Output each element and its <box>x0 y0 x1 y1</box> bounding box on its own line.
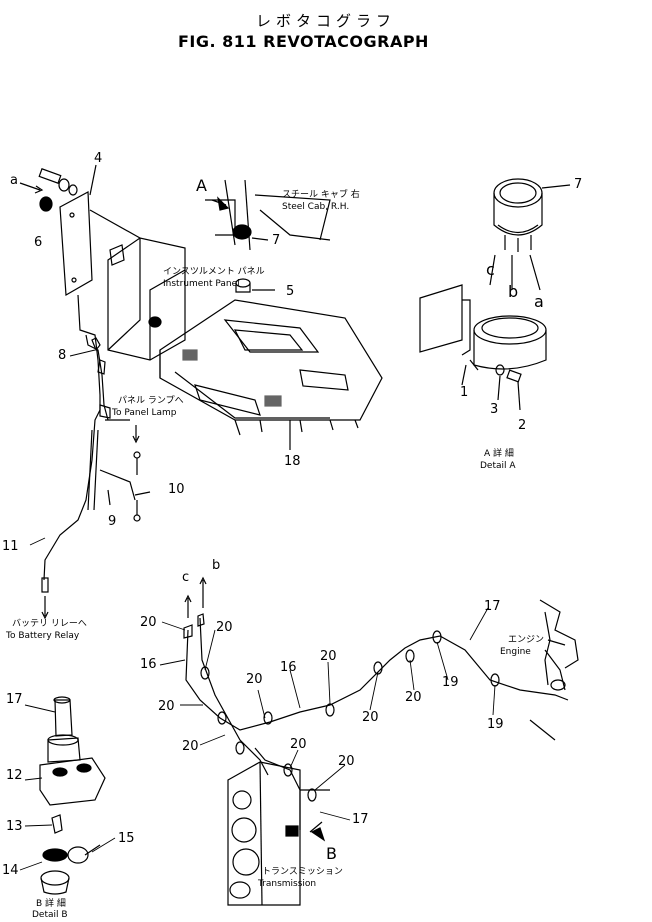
part-number-8: 8 <box>58 348 67 363</box>
part-number-11: 11 <box>2 539 19 554</box>
part-number-3: 3 <box>490 402 499 417</box>
part-number-20-j: 20 <box>338 754 355 769</box>
part-number-5: 5 <box>286 284 295 299</box>
instrument-panel-en-caption: Instrument Panel <box>163 279 240 289</box>
detail-b-en-caption: Detail B <box>32 910 68 920</box>
detail-a-view <box>205 179 331 251</box>
part-number-20-d: 20 <box>320 649 337 664</box>
part-number-7-meter: 7 <box>574 177 583 192</box>
panel-lamp-en-caption: To Panel Lamp <box>112 408 177 418</box>
part-number-9: 9 <box>108 514 117 529</box>
title-english: FIG. 811 REVOTACOGRAPH <box>178 32 429 51</box>
connection-label-c-cable: c <box>182 570 190 585</box>
transmission-housing <box>227 761 326 906</box>
part-number-20-a: 20 <box>140 615 157 630</box>
bracket-4 <box>59 164 97 297</box>
bolt-2-washer-3 <box>495 364 522 411</box>
part-number-20-g: 20 <box>362 710 379 725</box>
connection-label-b-meter: b <box>508 282 519 301</box>
instrument-panel-box <box>89 209 186 361</box>
connection-label-a-top: a <box>10 173 18 188</box>
revotacograph-meter-7 <box>489 178 571 291</box>
engine-jp-caption: エンジン <box>508 635 545 645</box>
part-number-20-e: 20 <box>158 699 175 714</box>
part-number-17-c: 17 <box>6 692 23 707</box>
part-number-15: 15 <box>118 831 135 846</box>
panel-lamp-jp-caption: パネル ランプへ <box>118 396 184 406</box>
flexible-cable-16-17 <box>183 576 569 830</box>
part-number-13: 13 <box>6 819 23 834</box>
part-number-6: 6 <box>34 235 43 250</box>
transmission-jp-caption: トランスミッション <box>262 867 343 877</box>
leader-lines <box>19 349 496 871</box>
part-number-20-f: 20 <box>182 739 199 754</box>
detail-b-parts <box>39 696 106 895</box>
battery-relay-jp-caption: バッテリ リレーへ <box>12 619 87 629</box>
detail-b-jp-caption: B 詳 細 <box>36 899 66 909</box>
steel-cab-en-caption: Steel Cab, R.H. <box>282 202 350 212</box>
part-number-20-c: 20 <box>246 672 263 687</box>
part-number-2: 2 <box>518 418 527 433</box>
part-number-18: 18 <box>284 454 301 469</box>
part-number-1: 1 <box>460 385 469 400</box>
part-number-7-cab: 7 <box>272 233 281 248</box>
part-number-19-a: 19 <box>442 675 459 690</box>
part-number-12: 12 <box>6 768 23 783</box>
view-marker-b: B <box>326 844 337 863</box>
part-number-4: 4 <box>94 151 103 166</box>
detail-a-en-caption: Detail A <box>480 461 516 471</box>
transmission-en-caption: Transmission <box>258 879 317 889</box>
bracket-1 <box>419 284 547 386</box>
instrument-panel-18 <box>159 299 383 450</box>
steel-cab-jp-caption: スチール キャブ 右 <box>282 190 360 200</box>
connection-label-c-meter: c <box>486 260 495 279</box>
part-number-20-h: 20 <box>405 690 422 705</box>
battery-relay-en-caption: To Battery Relay <box>6 631 80 641</box>
instrument-panel-jp-caption: インスツルメント パネル <box>163 267 265 277</box>
title-japanese: レボタコグラフ <box>256 12 397 30</box>
engine-fan <box>529 599 579 741</box>
wiring-harness <box>41 294 151 620</box>
part-number-17-a: 17 <box>484 599 501 614</box>
detail-a-jp-caption: A 詳 細 <box>484 449 514 459</box>
part-number-19-b: 19 <box>487 717 504 732</box>
connection-label-a-meter: a <box>534 292 544 311</box>
connection-label-b-cable: b <box>212 558 221 573</box>
part-number-17-b: 17 <box>352 812 369 827</box>
part-number-16-b: 16 <box>280 660 297 675</box>
engine-en-caption: Engine <box>500 647 531 657</box>
part-number-20-b: 20 <box>216 620 233 635</box>
clamps-20 <box>200 630 500 802</box>
mounting-bolt-group <box>19 168 78 212</box>
part-number-16-a: 16 <box>140 657 157 672</box>
nut-5 <box>235 278 275 293</box>
part-number-14: 14 <box>2 863 19 878</box>
part-number-20-i: 20 <box>290 737 307 752</box>
view-marker-a: A <box>196 176 207 195</box>
part-number-10: 10 <box>168 482 185 497</box>
